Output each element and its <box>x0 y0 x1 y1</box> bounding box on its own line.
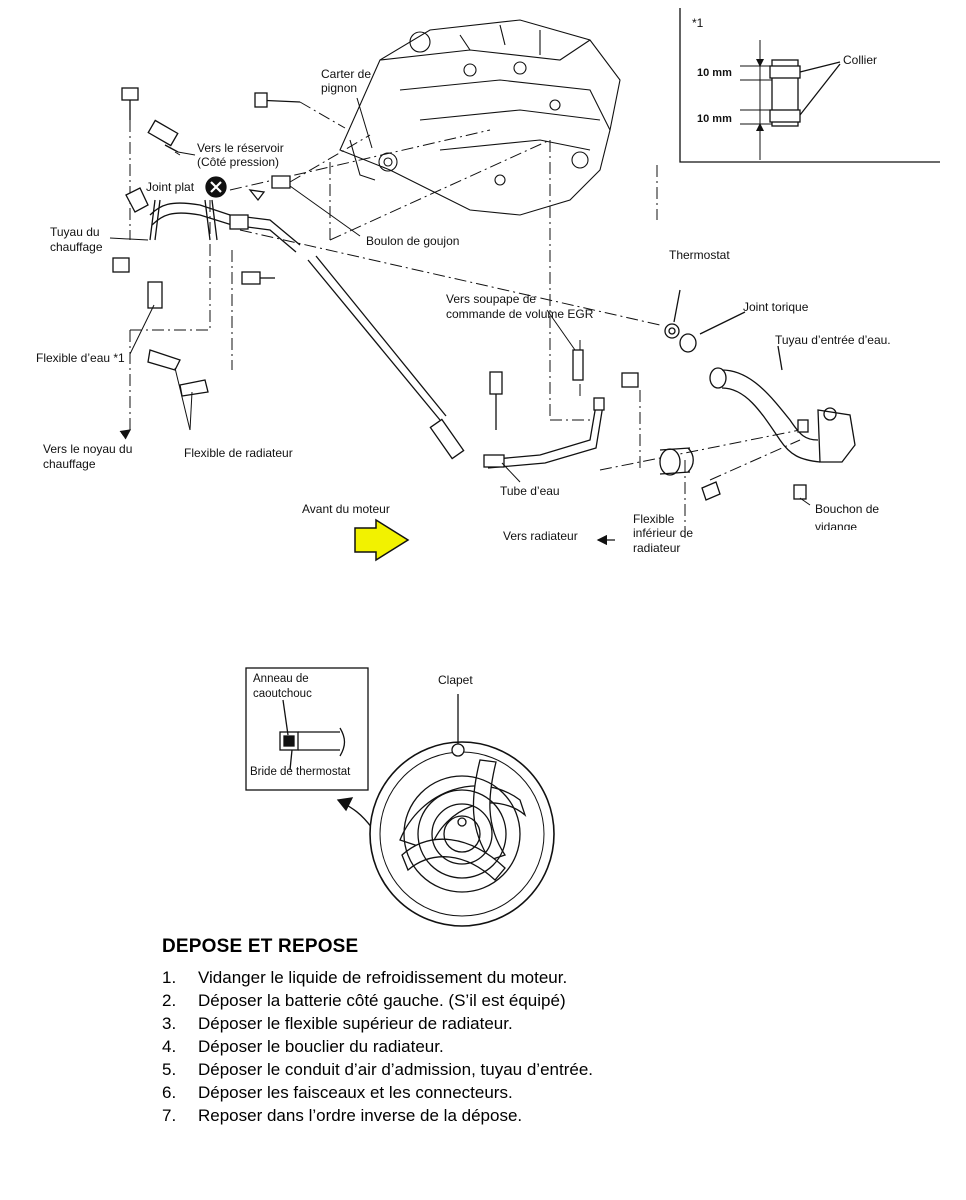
water-tube-drawing <box>307 255 639 469</box>
step-number: 2. <box>162 991 177 1010</box>
tuyau-chauffage-label-line2: chauffage <box>50 240 103 254</box>
step-number: 5. <box>162 1060 177 1079</box>
lower-radiator-hose-drawing <box>596 447 694 546</box>
step-text: Vidanger le liquide de refroidissement d… <box>198 968 568 987</box>
step-text: Déposer les faisceaux et les connecteurs… <box>198 1083 513 1102</box>
note-ref-label: *1 <box>692 16 704 30</box>
collier-detail-inset <box>679 8 940 163</box>
noyau-label-line1: Vers le noyau du <box>43 442 133 456</box>
carter-label-line2: pignon <box>321 81 358 95</box>
tuyau-entree-label: Tuyau d’entrée d’eau. <box>775 333 891 347</box>
boulon-goujon-label: Boulon de goujon <box>366 234 460 248</box>
label-leaders <box>109 97 811 506</box>
heater-pipe-assembly <box>112 87 301 440</box>
procedure-steps: 1. Vidanger le liquide de refroidissement… <box>162 966 593 1127</box>
bride-thermostat-label: Bride de thermostat <box>250 766 351 778</box>
procedure-step: 2. Déposer la batterie côté gauche. (S’il… <box>162 989 593 1012</box>
joint-plat-symbol <box>205 176 227 198</box>
step-number: 3. <box>162 1014 177 1033</box>
step-number: 1. <box>162 968 177 987</box>
joint-plat-label: Joint plat <box>146 180 195 194</box>
noyau-label-line2: chauffage <box>43 457 96 471</box>
step-number: 6. <box>162 1083 177 1102</box>
step-text: Déposer le flexible supérieur de radiate… <box>198 1014 513 1033</box>
procedure-step: 3. Déposer le flexible supérieur de radia… <box>162 1012 593 1035</box>
carter-label-line1: Carter de <box>321 67 372 81</box>
dim-top-label: 10 mm <box>697 67 732 79</box>
procedure-step: 1. Vidanger le liquide de refroidissement… <box>162 966 593 989</box>
step-number: 7. <box>162 1106 177 1125</box>
procedure-section: DEPOSE ET REPOSE 1. Vidanger le liquide d… <box>162 936 593 1127</box>
bouchon-label-line2: vidange <box>815 520 858 530</box>
flexible-eau-label: Flexible d’eau *1 <box>36 351 125 365</box>
reservoir-label-line2: (Côté pression) <box>197 155 280 169</box>
thermostat-drawing <box>664 289 746 353</box>
tube-eau-label: Tube d’eau <box>500 484 560 498</box>
flexible-radiateur-label: Flexible de radiateur <box>184 446 293 460</box>
avant-moteur-label: Avant du moteur <box>302 502 390 516</box>
thermostat-flange-detail <box>245 667 373 829</box>
procedure-step: 5. Déposer le conduit d’air d’admission, … <box>162 1058 593 1081</box>
reservoir-label-line1: Vers le réservoir <box>197 141 284 155</box>
cooling-system-diagram <box>109 8 940 927</box>
water-inlet-pipe-drawing <box>701 345 856 501</box>
procedure-step: 4. Déposer le bouclier du radiateur. <box>162 1035 593 1058</box>
joint-torique-label: Joint torique <box>743 300 809 314</box>
thermostat-face-drawing <box>369 694 555 927</box>
tuyau-chauffage-label-line1: Tuyau du <box>50 225 100 239</box>
procedure-step: 7. Reposer dans l’ordre inverse de la dép… <box>162 1104 593 1127</box>
collier-label: Collier <box>843 53 878 67</box>
soupape-label-line1: Vers soupape de <box>446 292 537 306</box>
procedure-step: 6. Déposer les faisceaux et les connecteu… <box>162 1081 593 1104</box>
engine-block-drawing <box>339 19 621 216</box>
flexible-inferieur-label-line1: Flexible <box>633 512 675 526</box>
flexible-inferieur-label-line2: inférieur de <box>633 526 694 540</box>
bouchon-label-line1: Bouchon de <box>815 502 880 516</box>
procedure-title: DEPOSE ET REPOSE <box>162 936 359 957</box>
anneau-label-line1: Anneau de <box>253 673 309 685</box>
anneau-label-line2: caoutchouc <box>253 688 312 700</box>
engine-front-arrow <box>354 518 410 562</box>
assembly-leader-lines <box>129 101 801 540</box>
soupape-label-line2: commande de volume EGR <box>446 307 594 321</box>
vers-radiateur-label: Vers radiateur <box>503 529 578 543</box>
flexible-inferieur-label-line3: radiateur <box>633 541 681 555</box>
step-text: Déposer la batterie côté gauche. (S’il e… <box>198 991 566 1010</box>
dim-bottom-label: 10 mm <box>697 113 732 125</box>
step-number: 4. <box>162 1037 177 1056</box>
step-text: Déposer le conduit d’air d’admission, tu… <box>198 1060 594 1079</box>
step-text: Déposer le bouclier du radiateur. <box>198 1037 444 1056</box>
thermostat-label: Thermostat <box>669 248 730 262</box>
step-text: Reposer dans l’ordre inverse de la dépos… <box>198 1106 523 1125</box>
clapet-label: Clapet <box>438 673 473 687</box>
